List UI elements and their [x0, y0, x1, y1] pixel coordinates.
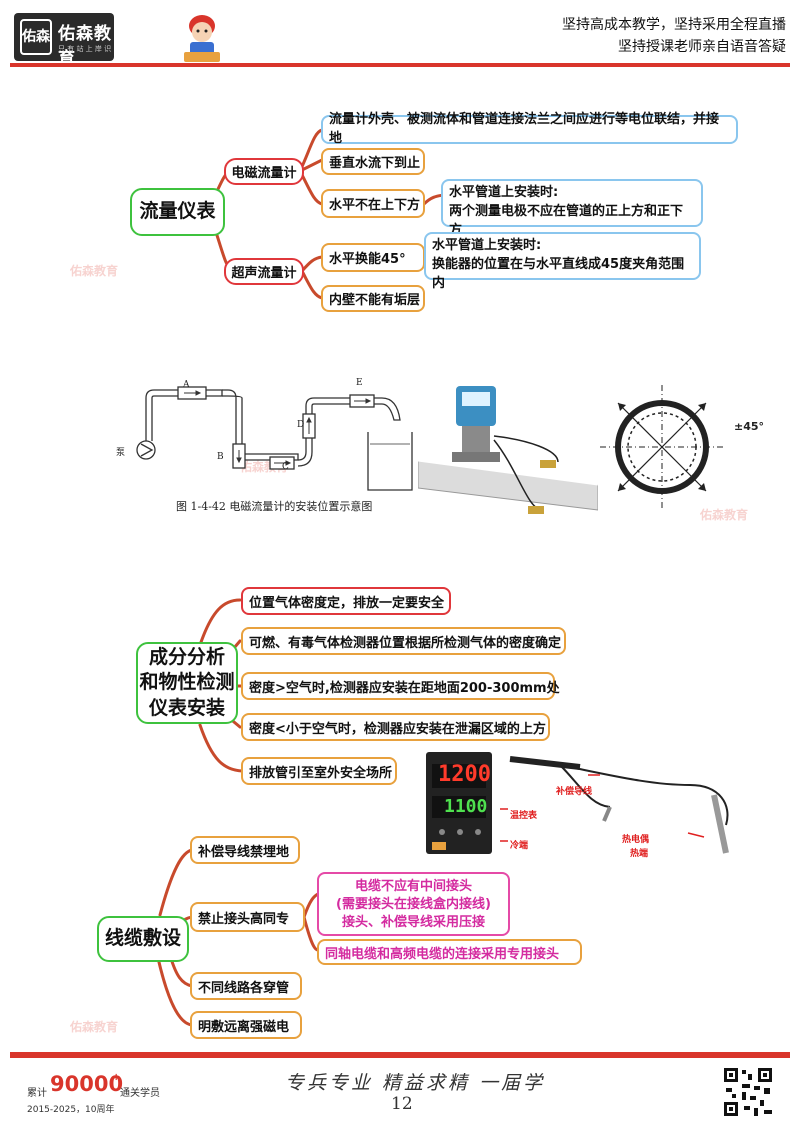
page-number: 12 — [391, 1094, 413, 1114]
angle-label: ±45° — [734, 420, 765, 433]
watermark: 佑森教育 — [70, 1020, 119, 1034]
handwritten-motto: 专兵专业 精益求精 一届学 — [285, 1072, 546, 1094]
slogan-line-2: 坚持授课老师亲自语音答疑 — [618, 39, 786, 55]
cable-note-line1: 电缆不应有中间接头 — [354, 879, 472, 894]
watermark: 佑森教育 — [700, 508, 749, 522]
stat-prefix: 累计 — [27, 1088, 47, 1099]
cable-coax-note: 同轴电缆和高频电缆的连接采用专用接头 — [317, 939, 582, 965]
label-hot-end: 热端 — [630, 849, 649, 859]
analysis-main-line3: 仪表安装 — [148, 696, 225, 719]
thermocouple-illustration — [500, 756, 729, 854]
brand-tagline: 只 有 站 上 岸 识 — [58, 45, 112, 53]
em-flowmeter-node: 电磁流量计 — [224, 158, 304, 185]
slogan-line-1: 坚持高成本教学，坚持采用全程直播 — [562, 17, 786, 33]
cable-main: 线缆敷设 — [97, 916, 189, 962]
cable-item-4: 明敷远离强磁电 — [190, 1011, 302, 1039]
thermostat-illustration — [426, 752, 492, 854]
us-horizontal-note: 水平管道上安装时: 换能器的位置在与水平直线成45度夹角范围内 — [424, 232, 701, 291]
analysis-main-line2: 和物性检测 — [139, 671, 235, 694]
fig-label-e: E — [356, 378, 363, 388]
label-thermostat: 温控表 — [510, 811, 538, 821]
fig-label-pump: 泵 — [116, 448, 126, 458]
thermostat-display-top: 1200 — [438, 762, 491, 787]
fig-label-a: A — [183, 380, 190, 390]
analysis-item-2: 可燃、有毒气体检测器位置根据所检测气体的密度确定 — [241, 627, 566, 655]
analysis-item-1: 位置气体密度定，排放一定要安全 — [241, 587, 451, 615]
stat-number: 90000 — [50, 1072, 124, 1096]
thermostat-display-bottom: 1100 — [444, 796, 488, 817]
stat-suffix: 通关学员 — [120, 1088, 160, 1099]
cable-item-3: 不同线路各穿管 — [190, 972, 302, 1000]
cable-item-2: 禁止接头高同专 — [190, 902, 305, 932]
cable-item-1: 补偿导线禁埋地 — [190, 836, 300, 864]
brand-seal: 佑森 — [20, 19, 52, 55]
stat-plus: + — [112, 1072, 121, 1083]
em-item-grounding: 流量计外壳、被测流体和管道连接法兰之间应进行等电位联结，并接地 — [321, 112, 738, 146]
figure1-caption: 图 1-4-42 电磁流量计的安装位置示意图 — [176, 500, 373, 513]
us-item-45: 水平换能45° — [321, 243, 425, 272]
em-note-title: 水平管道上安装时: — [449, 185, 559, 200]
qr-code-icon — [722, 1066, 774, 1118]
us-flowmeter-node: 超声流量计 — [224, 258, 304, 285]
ultrasonic-meter-illustration — [418, 386, 598, 514]
header-divider — [10, 63, 790, 67]
em-item-vertical: 垂直水流下到止 — [321, 148, 425, 175]
em-item-horizontal: 水平不在上下方 — [321, 189, 425, 218]
analysis-item-5: 排放管引至室外安全场所 — [241, 757, 397, 785]
label-cold-end: 冷端 — [510, 841, 529, 851]
analysis-main: 成分分析 和物性检测 仪表安装 — [136, 642, 238, 724]
mascot-icon — [184, 15, 220, 62]
fig-label-c: C — [282, 462, 289, 472]
flow-meter-main: 流量仪表 — [130, 188, 225, 236]
angle-45-diagram — [600, 385, 724, 509]
label-comp-wire: 补偿导线 — [556, 787, 593, 797]
fig-label-b: B — [217, 452, 224, 462]
us-item-scale: 内壁不能有垢层 — [321, 285, 425, 312]
footer-divider — [10, 1052, 790, 1058]
fig-label-d: D — [297, 420, 305, 430]
analysis-item-3: 密度>空气时,检测器应安装在距地面200-300mm处 — [241, 672, 560, 700]
em-horizontal-note: 水平管道上安装时: 两个测量电极不应在管道的正上方和正下方 — [441, 179, 703, 238]
label-thermocouple: 热电偶 — [622, 835, 650, 845]
cable-joint-note: 电缆不应有中间接头 (需要接头在接线盒内接线) 接头、补偿导线采用压接 — [317, 872, 510, 936]
cable-note-line3: 接头、补偿导线采用压接 — [341, 915, 485, 931]
brand-logo: 佑森 佑森教育 只 有 站 上 岸 识 — [14, 13, 114, 69]
anniversary-years: 2015-2025，10周年 — [27, 1105, 115, 1115]
analysis-item-4: 密度<小于空气时，检测器应安装在泄漏区域的上方 — [241, 713, 550, 741]
cable-note-line2: (需要接头在接线盒内接线) — [336, 897, 491, 913]
us-note-body: 换能器的位置在与水平直线成45度夹角范围内 — [432, 256, 685, 291]
analysis-main-line1: 成分分析 — [148, 645, 225, 668]
watermark: 佑森教育 — [70, 264, 119, 278]
em-install-diagram — [136, 386, 413, 491]
us-note-title: 水平管道上安装时: — [432, 238, 542, 253]
